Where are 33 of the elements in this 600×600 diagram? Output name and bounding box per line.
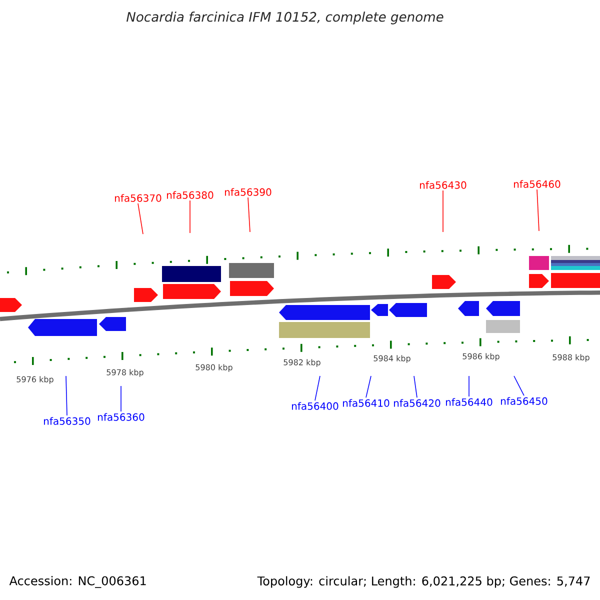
leader-line — [514, 376, 524, 396]
gene-label: nfa56420 — [394, 399, 440, 407]
leader-line — [366, 376, 372, 398]
scale-label: 5980 kbp — [196, 364, 232, 372]
gene-label: nfa56440 — [446, 398, 492, 406]
gene-label: nfa56350 — [44, 417, 90, 425]
leader-line — [536, 189, 540, 232]
leader-line — [66, 376, 68, 416]
leader-line — [468, 376, 470, 397]
scale-label: 5986 kbp — [462, 353, 500, 361]
footer-text: Topology: circular; Length: 6,021,225 bp; Genes: 5,747 — [257, 576, 590, 588]
leader-line — [314, 376, 320, 401]
title: Nocardia farcinica IFM 10152, complete genome — [126, 12, 444, 24]
leader-line — [138, 203, 144, 234]
leader-line — [248, 197, 250, 232]
gene-label: nfa56410 — [343, 399, 390, 407]
gene-label: nfa56430 — [420, 181, 466, 189]
gene-label: nfa56390 — [225, 188, 272, 196]
gene-label: nfa56380 — [167, 191, 214, 199]
footer-text: Accession: NC_006361 — [9, 576, 146, 588]
leader-line — [442, 190, 444, 232]
gene-label: nfa56360 — [98, 413, 144, 421]
scale-label: 5982 kbp — [284, 359, 320, 367]
scale-label: 5978 kbp — [106, 369, 144, 377]
leader-line — [414, 376, 418, 398]
scale-label: 5984 kbp — [374, 355, 410, 363]
gene-label: nfa56370 — [115, 194, 162, 202]
gene-label: nfa56460 — [514, 180, 560, 188]
scale-label: 5976 kbp — [16, 376, 54, 384]
scale-label: 5988 kbp — [552, 354, 590, 362]
gene-label: nfa56400 — [292, 402, 338, 410]
leader-line — [120, 386, 122, 412]
gene-label: nfa56450 — [501, 397, 548, 405]
